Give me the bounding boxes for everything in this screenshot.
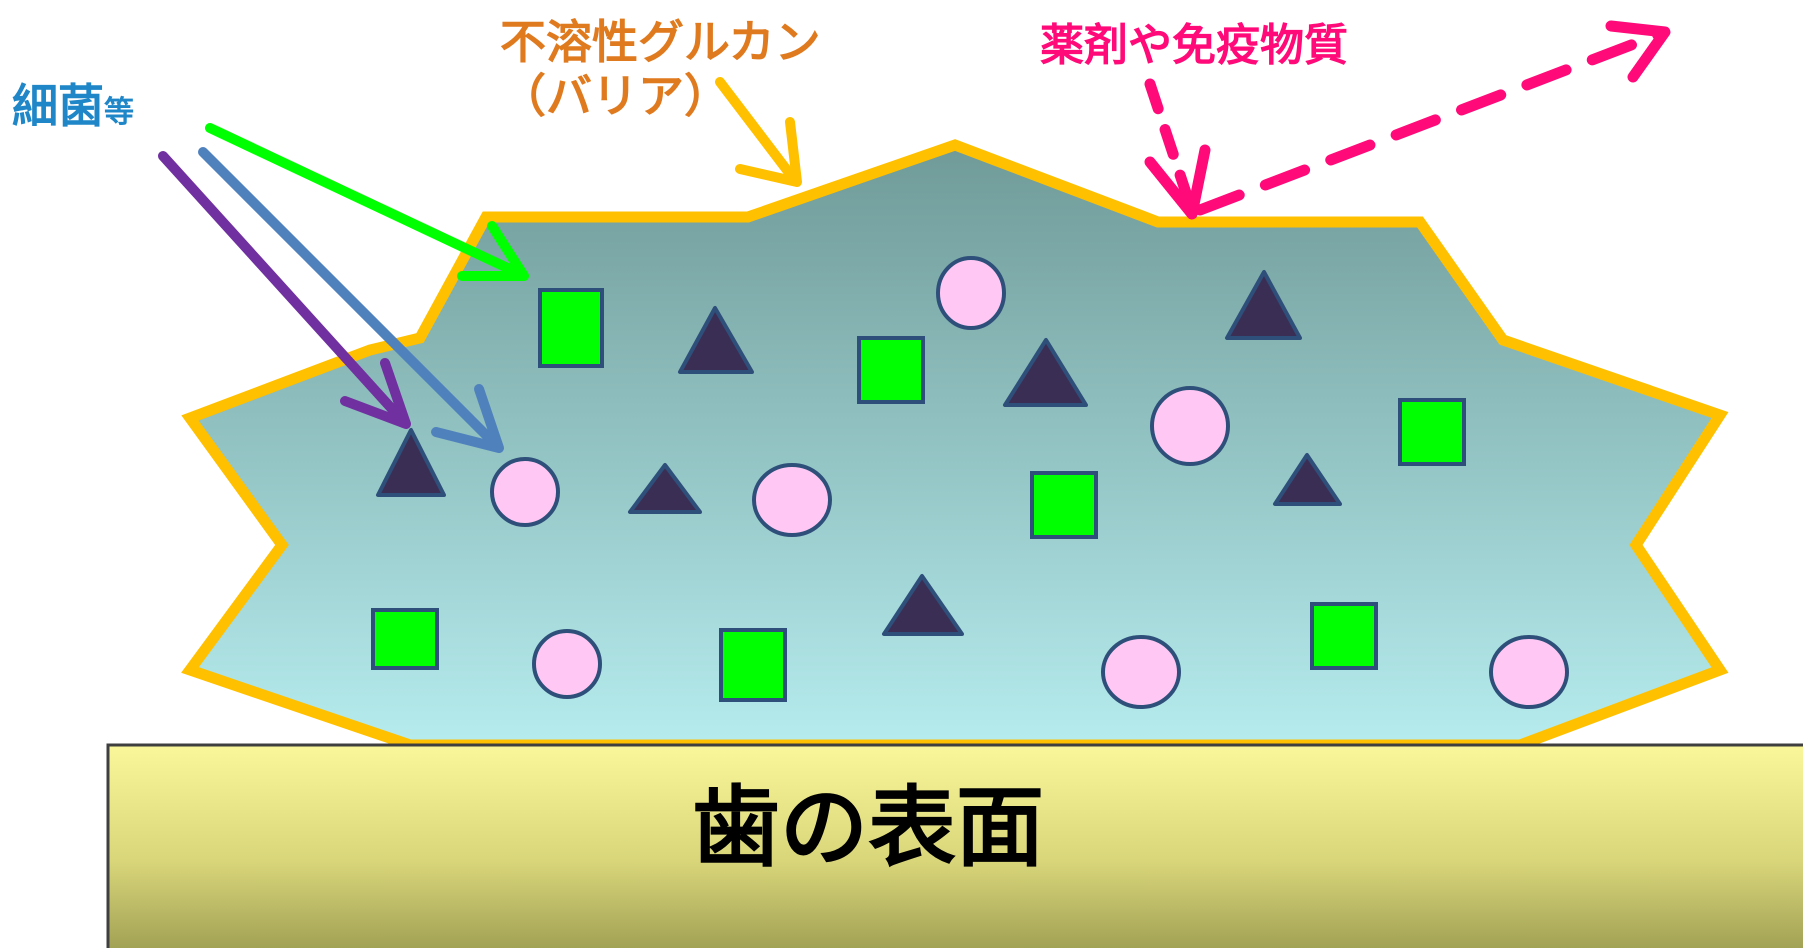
square-particle (1030, 471, 1098, 539)
bacteria-label-main: 細菌 (12, 79, 104, 133)
square-particle (857, 336, 925, 404)
square-particle (1398, 398, 1466, 466)
triangle-particle (882, 574, 964, 636)
circle-particle (1150, 386, 1230, 466)
barrier-pointer-arrow (715, 77, 802, 187)
triangle-particle (1225, 270, 1302, 340)
drug-incoming-arrow (1144, 78, 1211, 220)
tooth-surface (106, 743, 1803, 948)
green-arrow (205, 123, 529, 281)
circle-particle (1101, 635, 1181, 709)
circle-particle (752, 463, 832, 537)
square-particle (538, 288, 604, 368)
drugs-label: 薬剤や免疫物質 (1040, 20, 1348, 71)
drug-deflected-arrow (1194, 20, 1671, 216)
square-particle (371, 608, 439, 670)
triangle-particle (678, 306, 754, 374)
drug-arrows (1144, 20, 1671, 220)
circle-particle (936, 256, 1006, 330)
square-particles (371, 288, 1466, 702)
purple-arrow (158, 151, 411, 429)
glucan-label-line2: （バリア） (500, 69, 730, 123)
triangle-particle (376, 428, 446, 497)
bacteria-label-suffix: 等 (104, 95, 134, 130)
circle-particle (490, 457, 560, 527)
circle-particles (490, 256, 1569, 709)
tooth-surface-label: 歯の表面 (692, 776, 1044, 879)
triangle-particle (628, 463, 702, 514)
bacteria-arrows (158, 123, 529, 453)
triangle-particle (1003, 338, 1088, 407)
square-particle (719, 628, 787, 702)
bacteria-label: 細菌等 (12, 79, 134, 133)
triangle-particles (376, 270, 1342, 636)
triangle-particle (1273, 453, 1342, 506)
circle-particle (1489, 635, 1569, 709)
glucan-label-line1: 不溶性グルカン (500, 15, 821, 69)
square-particle (1310, 602, 1378, 670)
blue-arrow (198, 147, 504, 453)
circle-particle (532, 629, 602, 699)
